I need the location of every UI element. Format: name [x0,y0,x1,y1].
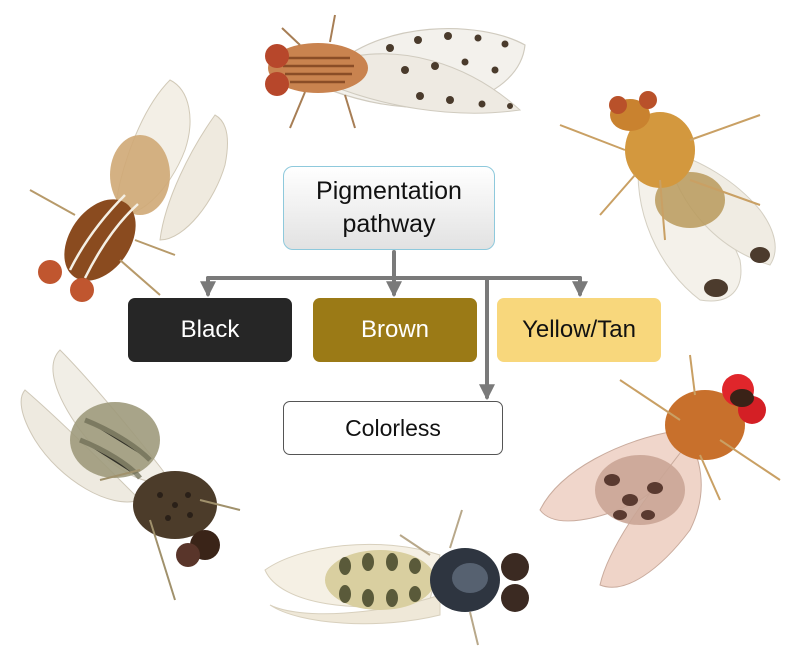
colorless-outcome-node: Colorless [283,401,503,455]
fly-tan-spotted-wingtips-icon [560,91,775,301]
fly-dark-eyes-banded-abdomen-icon [265,510,529,645]
fly-red-eyes-patterned-abdomen-icon [540,355,780,587]
brown-label: Brown [361,316,429,344]
colorless-label: Colorless [345,415,441,442]
root-label: Pigmentation pathway [304,175,474,241]
brown-outcome-node: Brown [313,298,477,362]
black-label: Black [181,316,240,344]
yellow-tan-label: Yellow/Tan [522,316,636,344]
pigmentation-pathway-node: Pigmentation pathway [283,166,495,250]
yellow-tan-outcome-node: Yellow/Tan [497,298,661,362]
black-outcome-node: Black [128,298,292,362]
fly-dark-speckled-thorax-icon [21,350,240,600]
fly-spotted-wings-icon [265,15,525,128]
fly-striped-thorax-icon [30,80,228,302]
